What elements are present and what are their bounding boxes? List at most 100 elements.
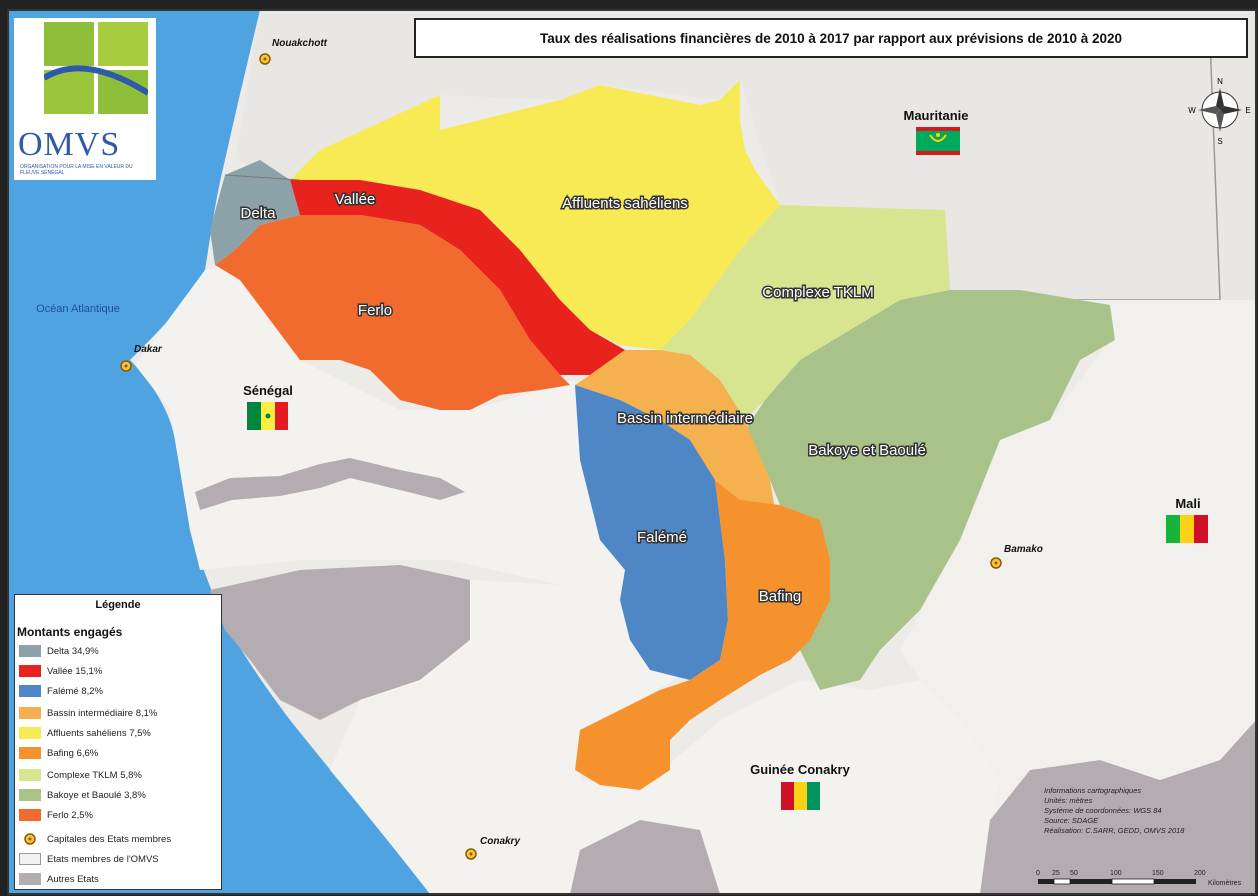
legend-item-label: Bassin intermédiaire 8,1%	[47, 707, 158, 719]
logo-square-tr	[98, 22, 148, 66]
flag-guinee	[781, 782, 820, 810]
region-bakoye-baoule[interactable]	[745, 290, 1115, 690]
logo-text: OMVS	[18, 126, 121, 163]
legend-swatch	[19, 645, 41, 657]
legend-item-label: Ferlo 2,5%	[47, 809, 93, 821]
capital-dakar[interactable]	[120, 360, 132, 372]
guinea-bissau-land	[210, 565, 470, 720]
legend-item-label: Falémé 8,2%	[47, 685, 103, 697]
svg-text:E: E	[1245, 106, 1250, 115]
legend-item: Ferlo 2,5%	[19, 807, 93, 823]
legend-swatch	[19, 789, 41, 801]
label-nouakchott: Nouakchott	[272, 38, 328, 49]
region-vallee[interactable]	[290, 180, 625, 375]
capital-marker-icon	[24, 833, 36, 845]
legend-item-label: Complexe TKLM 5,8%	[47, 769, 142, 781]
svg-text:200: 200	[1194, 870, 1206, 877]
info-line: Réalisation: C.SARR, GEDD, OMVS 2018	[1044, 826, 1185, 835]
senegal-land	[135, 265, 630, 585]
legend-capitals: Capitales des Etats membres	[19, 831, 171, 847]
compass-rose-icon: N S E W	[1188, 77, 1250, 146]
sierra-leone-land	[570, 820, 720, 894]
mauritania-land	[235, 10, 1256, 300]
legend-item-label: Delta 34,9%	[47, 645, 99, 657]
label-delta: Delta	[240, 205, 276, 222]
legend-others-label: Autres Etats	[47, 873, 99, 885]
legend-title: Légende	[95, 599, 141, 611]
scale-bar: 0 25 50 100 150 200 Kilomètres	[1036, 870, 1242, 887]
legend-item: Falémé 8,2%	[19, 683, 103, 699]
region-complexe-tklm[interactable]	[660, 205, 950, 420]
legend-swatch	[19, 747, 41, 759]
region-faleme[interactable]	[575, 385, 728, 680]
label-bamako: Bamako	[1004, 544, 1043, 555]
legend-item: Bakoye et Baoulé 3,8%	[19, 787, 146, 803]
legend-swatch	[19, 853, 41, 865]
capital-nouakchott[interactable]	[259, 53, 271, 65]
map-title: Taux des réalisations financières de 201…	[539, 30, 1123, 46]
info-line: Source: SDAGE	[1044, 816, 1099, 825]
svg-text:25: 25	[1052, 870, 1060, 877]
legend-item: Affluents sahéliens 7,5%	[19, 725, 151, 741]
region-ferlo[interactable]	[215, 215, 570, 410]
label-mali: Mali	[1175, 496, 1200, 511]
label-senegal: Sénégal	[243, 383, 293, 398]
label-affluents: Affluents sahéliens	[562, 195, 688, 212]
label-mauritanie: Mauritanie	[903, 108, 968, 123]
gambia-land	[195, 458, 465, 510]
legend-item-label: Bafing 6,6%	[47, 747, 99, 759]
mali-land	[900, 290, 1256, 820]
region-delta[interactable]	[210, 160, 300, 265]
legend-subtitle: Montants engagés	[17, 625, 123, 639]
region-bafing[interactable]	[575, 480, 830, 790]
legend-item: Delta 34,9%	[19, 643, 99, 659]
flag-mali	[1166, 515, 1208, 543]
svg-text:100: 100	[1110, 870, 1122, 877]
label-dakar: Dakar	[134, 344, 163, 355]
svg-text:S: S	[1217, 137, 1222, 146]
cote-divoire-land	[980, 720, 1256, 894]
omvs-logo: OMVS ORGANISATION POUR LA MISE EN VALEUR…	[14, 18, 156, 180]
flag-senegal	[247, 402, 288, 430]
logo-square-bl	[44, 70, 94, 114]
legend-swatch	[19, 685, 41, 697]
svg-text:N: N	[1217, 77, 1223, 86]
legend-item: Complexe TKLM 5,8%	[19, 767, 142, 783]
label-bakoye: Bakoye et Baoulé	[808, 442, 926, 459]
legend-members: Etats membres de l'OMVS	[19, 851, 159, 867]
cartographic-info: Informations cartographiques Unités: mèt…	[1044, 786, 1184, 836]
label-faleme: Falémé	[637, 529, 687, 546]
guinea-land	[330, 580, 1000, 894]
region-affluents-sahelien[interactable]	[290, 80, 780, 350]
legend-others: Autres Etats	[19, 871, 99, 887]
mauritania-border	[1209, 39, 1221, 301]
legend-swatch	[19, 727, 41, 739]
label-ferlo: Ferlo	[358, 302, 392, 319]
label-bafing: Bafing	[759, 588, 802, 605]
legend-item: Vallée 15,1%	[19, 663, 102, 679]
label-guinee: Guinée Conakry	[750, 762, 850, 777]
label-vallee: Vallée	[335, 191, 376, 208]
legend-item-label: Bakoye et Baoulé 3,8%	[47, 789, 146, 801]
label-conakry: Conakry	[480, 836, 520, 847]
flag-mauritanie	[916, 127, 960, 155]
map-title-box: Taux des réalisations financières de 201…	[414, 18, 1248, 58]
capital-bamako[interactable]	[990, 557, 1002, 569]
info-line: Informations cartographiques	[1044, 786, 1142, 795]
legend-swatch	[19, 665, 41, 677]
legend-swatch	[19, 809, 41, 821]
legend-item: Bafing 6,6%	[19, 745, 98, 761]
info-line: Système de coordonnées: WGS 84	[1044, 806, 1162, 815]
legend-members-label: Etats membres de l'OMVS	[47, 853, 159, 865]
legend-capitals-label: Capitales des Etats membres	[47, 833, 172, 845]
svg-text:W: W	[1188, 106, 1196, 115]
legend-item-label: Affluents sahéliens 7,5%	[47, 727, 151, 739]
capital-conakry[interactable]	[465, 848, 477, 860]
logo-subtitle: ORGANISATION POUR LA MISE EN VALEUR DU F…	[20, 164, 133, 176]
legend-swatch	[19, 707, 41, 719]
info-line: Unités: mètres	[1044, 796, 1093, 805]
coast-line	[224, 174, 301, 181]
label-bassin: Bassin intermédiaire	[617, 410, 753, 427]
label-ocean: Océan Atlantique	[36, 303, 120, 315]
